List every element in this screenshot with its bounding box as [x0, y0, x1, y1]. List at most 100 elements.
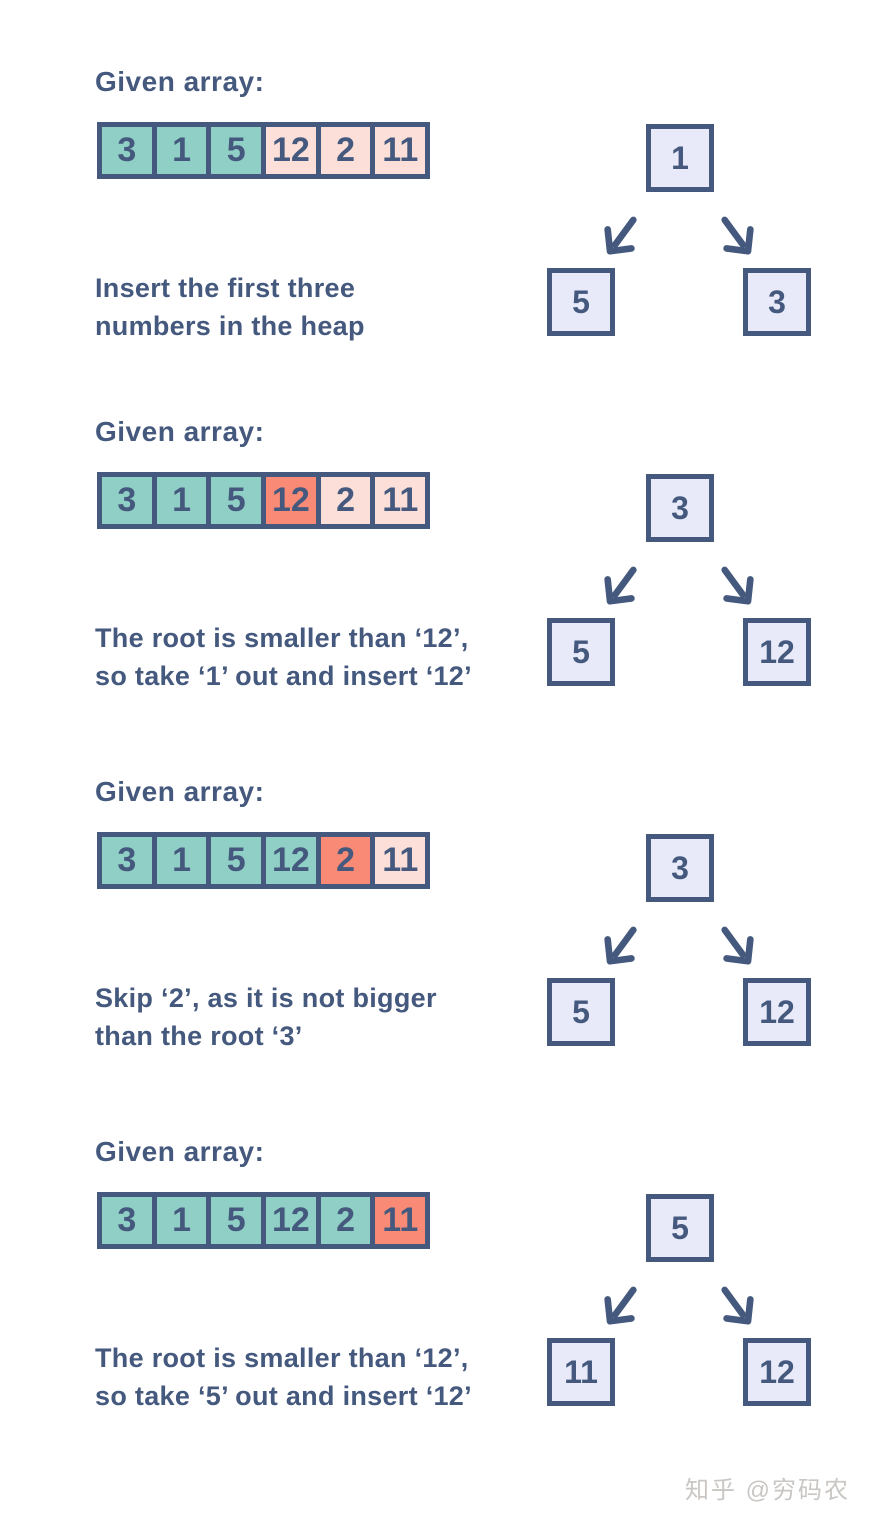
tree-root-node: 5 — [646, 1194, 714, 1262]
step-section-1: Given array: 3 1 5 12 2 11 Insert the fi… — [0, 64, 873, 414]
array-cell: 2 — [315, 1192, 376, 1249]
node-value: 5 — [671, 1209, 689, 1246]
cell-value: 11 — [382, 841, 419, 879]
cell-value: 11 — [382, 1201, 419, 1239]
arrow-down-right-icon — [721, 1286, 754, 1325]
node-value: 1 — [671, 139, 689, 176]
node-value: 12 — [759, 1353, 795, 1390]
heap-tree: 1 5 3 — [0, 64, 873, 414]
heap-tree: 5 11 12 — [0, 1134, 873, 1484]
tree-root-node: 3 — [646, 474, 714, 542]
tree-right-node: 12 — [743, 618, 811, 686]
cell-value: 12 — [271, 131, 310, 169]
cell-value: 3 — [117, 1201, 137, 1239]
cell-value: 3 — [117, 481, 137, 519]
step-section-3: Given array: 3 1 5 12 2 11 Skip ‘2’, as … — [0, 774, 873, 1124]
given-array-label: Given array: — [95, 66, 265, 97]
cell-value: 12 — [271, 841, 310, 879]
tree-root-node: 3 — [646, 834, 714, 902]
array-cell: 12 — [261, 1192, 321, 1249]
node-value: 5 — [572, 633, 590, 670]
node-value: 3 — [671, 489, 689, 526]
cell-value: 12 — [271, 1201, 310, 1239]
array-cell: 1 — [151, 832, 212, 889]
array-cell: 11 — [370, 472, 431, 529]
step-section-2: Given array: 3 1 5 12 2 11 The root is s… — [0, 414, 873, 764]
arrow-down-left-icon — [604, 216, 637, 255]
cell-value: 5 — [226, 131, 246, 169]
cell-value: 1 — [172, 131, 191, 169]
cell-value: 12 — [271, 481, 310, 519]
cell-value: 1 — [172, 841, 191, 879]
array-cell: 11 — [370, 1192, 431, 1249]
arrow-down-left-icon — [604, 926, 637, 965]
array-cell: 11 — [370, 122, 431, 179]
explanation-text: The root is smaller than ‘12’, so take ‘… — [95, 1339, 565, 1415]
cell-value: 2 — [336, 481, 356, 519]
node-value: 3 — [768, 283, 786, 320]
step-section-4: Given array: 3 1 5 12 2 11 The root is s… — [0, 1134, 873, 1484]
node-value: 12 — [759, 993, 795, 1030]
explanation-text: Skip ‘2’, as it is not bigger than the r… — [95, 979, 565, 1055]
array-cell: 5 — [206, 122, 267, 179]
tree-left-node: 5 — [547, 618, 615, 686]
array-cell: 5 — [206, 832, 267, 889]
caption-line: Insert the first three — [95, 273, 356, 303]
node-value: 11 — [564, 1353, 598, 1390]
cell-value: 2 — [336, 131, 356, 169]
arrow-down-right-icon — [721, 926, 754, 965]
cell-value: 5 — [226, 481, 246, 519]
cell-value: 5 — [226, 1201, 246, 1239]
tree-right-node: 3 — [743, 268, 811, 336]
arrow-down-left-icon — [604, 566, 637, 605]
arrow-down-right-icon — [721, 216, 754, 255]
watermark: 知乎 @穷码农 — [684, 1477, 850, 1504]
caption-line: The root is smaller than ‘12’, — [95, 1343, 469, 1373]
array-cell: 2 — [315, 832, 376, 889]
node-value: 5 — [572, 993, 590, 1030]
caption-line: so take ‘1’ out and insert ‘12’ — [95, 661, 472, 691]
node-value: 12 — [759, 633, 795, 670]
heap-tree: 3 5 12 — [0, 414, 873, 764]
cell-value: 2 — [336, 1201, 356, 1239]
tree-left-node: 11 — [547, 1338, 615, 1406]
given-array-label: Given array: — [95, 416, 265, 447]
cell-value: 11 — [382, 131, 419, 169]
cell-value: 5 — [226, 841, 246, 879]
explanation-text: The root is smaller than ‘12’, so take ‘… — [95, 619, 565, 695]
caption-line: The root is smaller than ‘12’, — [95, 623, 469, 653]
explanation-text: Insert the first three numbers in the he… — [95, 269, 565, 345]
array-cell: 1 — [151, 1192, 212, 1249]
number-array: 3 1 5 12 2 11 — [97, 472, 431, 529]
array-cell: 3 — [97, 832, 157, 889]
tree-left-node: 5 — [547, 268, 615, 336]
array-cell: 2 — [315, 472, 376, 529]
cell-value: 3 — [117, 131, 137, 169]
caption-line: Skip ‘2’, as it is not bigger — [95, 983, 437, 1013]
cell-value: 11 — [382, 481, 419, 519]
number-array: 3 1 5 12 2 11 — [97, 1192, 431, 1249]
tree-left-node: 5 — [547, 978, 615, 1046]
given-array-label: Given array: — [95, 776, 265, 807]
caption-line: so take ‘5’ out and insert ‘12’ — [95, 1381, 472, 1411]
number-array: 3 1 5 12 2 11 — [97, 122, 431, 179]
number-array: 3 1 5 12 2 11 — [97, 832, 431, 889]
array-cell: 11 — [370, 832, 431, 889]
tree-root-node: 1 — [646, 124, 714, 192]
cell-value: 2 — [336, 841, 356, 879]
arrow-down-right-icon — [721, 566, 754, 605]
heap-tree: 3 5 12 — [0, 774, 873, 1124]
tree-right-node: 12 — [743, 1338, 811, 1406]
given-array-label: Given array: — [95, 1136, 265, 1167]
tree-right-node: 12 — [743, 978, 811, 1046]
caption-line: than the root ‘3’ — [95, 1021, 303, 1051]
cell-value: 3 — [117, 841, 137, 879]
node-value: 3 — [671, 849, 689, 886]
caption-line: numbers in the heap — [95, 311, 365, 341]
array-cell: 2 — [315, 122, 376, 179]
array-cell: 12 — [261, 832, 321, 889]
cell-value: 1 — [172, 481, 191, 519]
node-value: 5 — [572, 283, 590, 320]
arrow-down-left-icon — [604, 1286, 637, 1325]
